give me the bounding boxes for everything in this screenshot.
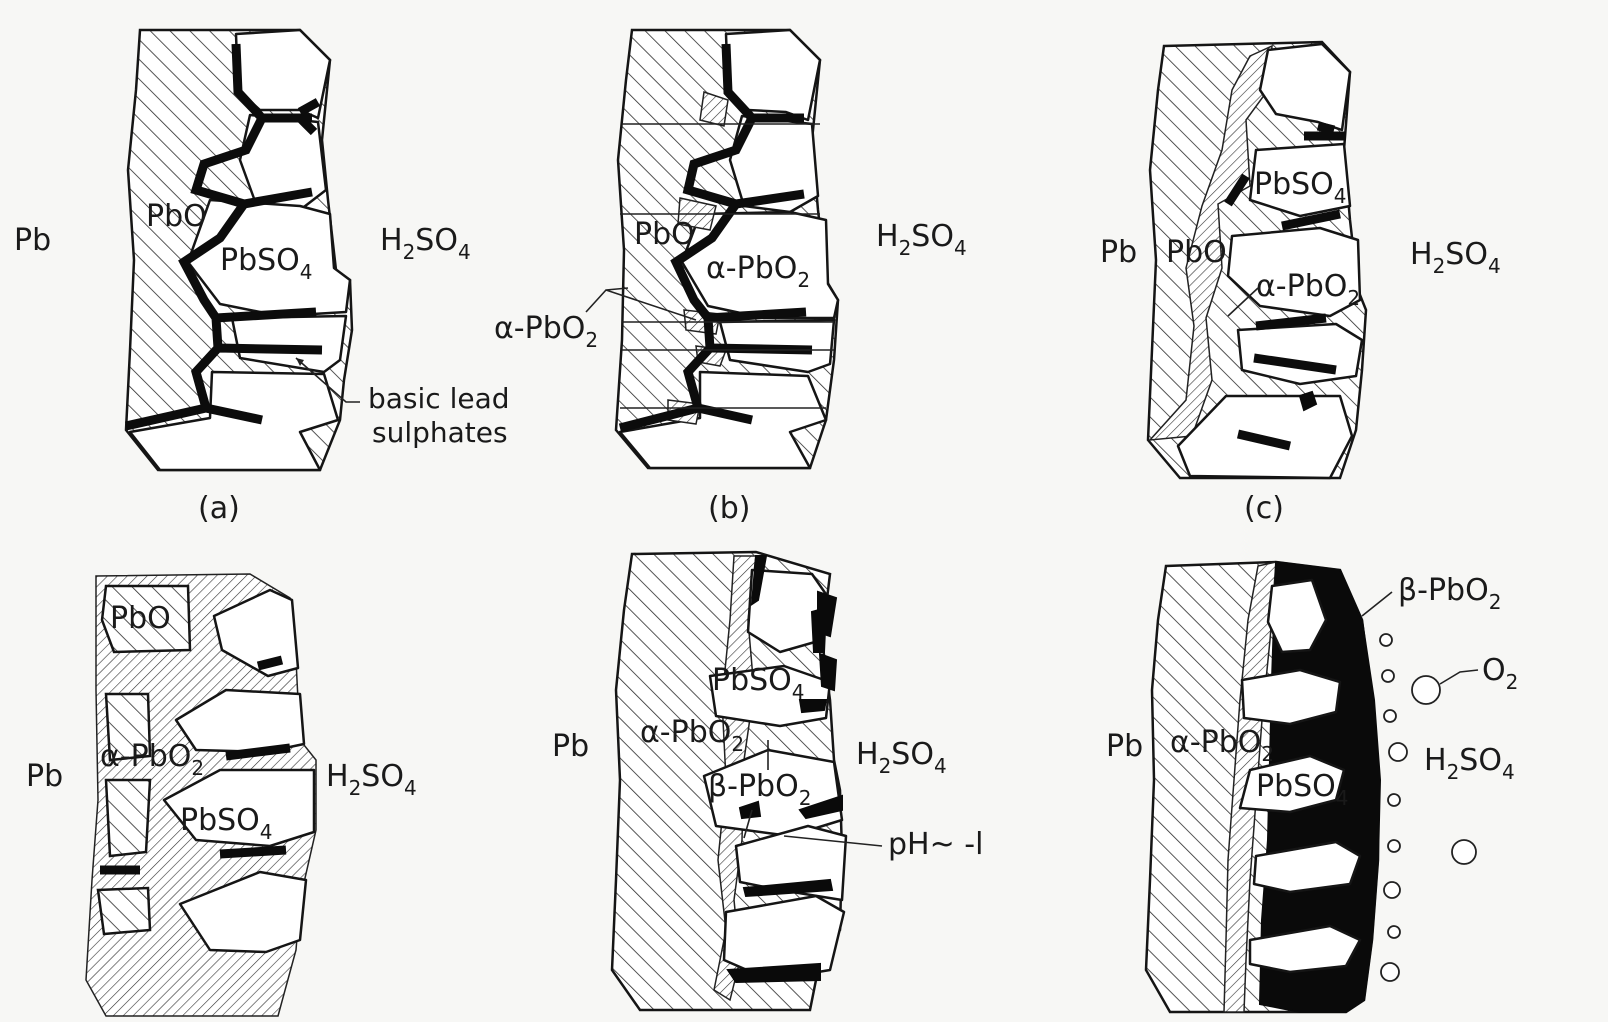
panel-a-electrolyte-label: H2SO4 xyxy=(380,223,471,264)
panel-f-oxygen-leader xyxy=(1440,670,1478,684)
panel-f-oxygen-bubble xyxy=(1384,710,1396,722)
panel-e-beta-label: β-PbO2 xyxy=(708,769,811,810)
panel-c-caption: (c) xyxy=(1244,491,1284,526)
panel-c-oxide-label: PbO xyxy=(1166,235,1227,270)
panel-f-oxygen-bubble xyxy=(1388,794,1400,806)
panel-d-oxide-label: PbO xyxy=(110,601,171,636)
panel-d-pbo-island xyxy=(98,888,150,934)
panel-f-oxygen-bubble xyxy=(1452,840,1476,864)
panel-c: Pb PbO PbSO4 α-PbO2 H2SO4 (c) xyxy=(1100,42,1501,526)
panel-f-oxygen-bubble xyxy=(1412,676,1440,704)
panel-f-oxygen-bubble xyxy=(1388,840,1400,852)
panel-b-alpha-left-label: α-PbO2 xyxy=(494,311,598,352)
panel-f-beta-leader xyxy=(1362,592,1392,616)
panel-f-oxygen-bubble xyxy=(1388,926,1400,938)
panel-a-caption: (a) xyxy=(198,491,240,526)
panel-c-electrolyte-label: H2SO4 xyxy=(1410,237,1501,278)
panel-f-grain xyxy=(1242,670,1340,724)
panel-d-electrolyte-label: H2SO4 xyxy=(326,759,417,800)
panel-a-electrode-label: Pb xyxy=(14,223,51,258)
panel-a-sulphate-label: PbSO4 xyxy=(220,243,313,284)
panel-f-oxygen-bubble xyxy=(1389,743,1407,761)
panel-c-sulphate-label: PbSO4 xyxy=(1254,167,1347,208)
panel-e: Pb PbSO4 α-PbO2 β-PbO2 H2SO4 pH~ -l xyxy=(552,552,983,1010)
panel-d-alpha-label: α-PbO2 xyxy=(100,739,204,780)
panel-e-ph-label: pH~ -l xyxy=(888,827,983,862)
panel-f-electrolyte-label: H2SO4 xyxy=(1424,743,1515,784)
panel-f-electrode-label: Pb xyxy=(1106,729,1143,764)
panel-a-oxide-label: PbO xyxy=(146,199,207,234)
panel-f-oxygen-bubble xyxy=(1381,963,1399,981)
panel-a-basic-sulphate-label-line2: sulphates xyxy=(372,416,508,449)
panel-f-oxygen-bubble xyxy=(1380,634,1392,646)
panel-f-oxygen-bubble xyxy=(1384,882,1400,898)
panel-f: Pb α-PbO2 PbSO4 β-PbO2 O2 H2SO4 xyxy=(1106,562,1518,1012)
panel-f-sulphate-label: PbSO4 xyxy=(1256,769,1349,810)
panel-b-oxide-label: PbO xyxy=(634,217,695,252)
panel-c-electrode-label: Pb xyxy=(1100,235,1137,270)
panel-f-beta-label: β-PbO2 xyxy=(1398,573,1501,614)
panel-c-alpha-label: α-PbO2 xyxy=(1256,269,1360,310)
panel-f-oxygen-bubble xyxy=(1382,670,1394,682)
panel-b-electrolyte-label: H2SO4 xyxy=(876,219,967,260)
panel-a: Pb PbO PbSO4 H2SO4 basic lead sulphates … xyxy=(14,30,510,526)
panel-b-caption: (b) xyxy=(708,491,750,526)
panel-d-electrode-label: Pb xyxy=(26,759,63,794)
panel-d-sulphate-label: PbSO4 xyxy=(180,803,273,844)
panel-a-basic-sulphate-label-line1: basic lead xyxy=(368,382,510,415)
panel-f-alpha-label: α-PbO2 xyxy=(1170,725,1274,766)
panel-d: Pb PbO α-PbO2 PbSO4 H2SO4 xyxy=(26,574,417,1016)
panel-b-alpha-label: α-PbO2 xyxy=(706,251,810,292)
panel-e-sulphate-label: PbSO4 xyxy=(712,663,805,704)
panel-e-electrolyte-label: H2SO4 xyxy=(856,737,947,778)
panel-b: PbO α-PbO2 H2SO4 α-PbO2 (b) xyxy=(494,30,967,526)
panel-f-oxygen-label: O2 xyxy=(1482,653,1518,694)
panel-e-electrode-label: Pb xyxy=(552,729,589,764)
panel-e-alpha-label: α-PbO2 xyxy=(640,715,744,756)
panel-d-pbo-island xyxy=(106,780,150,856)
